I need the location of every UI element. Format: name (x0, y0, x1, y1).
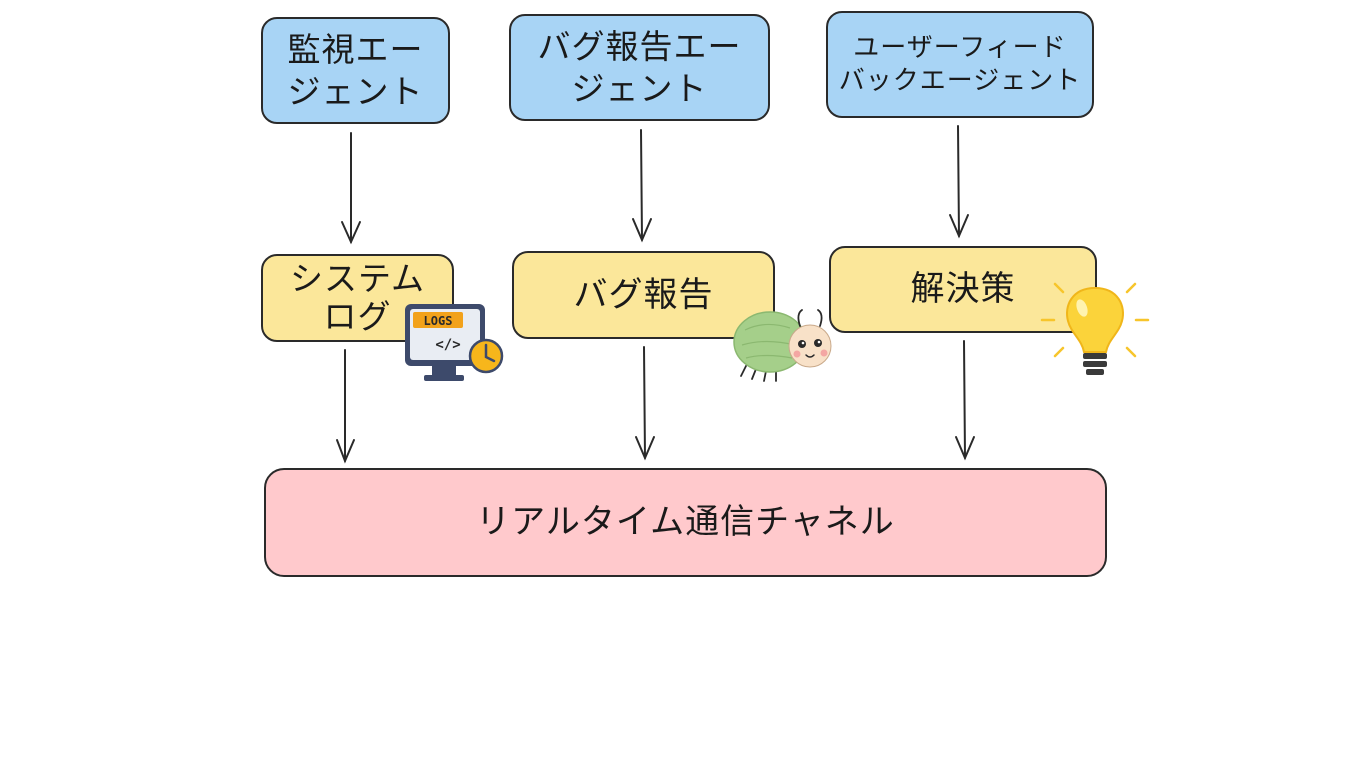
logs-icon-text: LOGS (424, 314, 453, 328)
solution-label: 解決策 (910, 269, 1016, 310)
arrow-bugagent-to-bugreport (632, 129, 652, 243)
system-log-label: システム ログ (289, 259, 425, 336)
realtime-channel-box: リアルタイム通信チャネル (264, 468, 1107, 577)
system-log-box: システム ログ (261, 254, 454, 342)
user-feedback-agent-box: ユーザーフィード バックエージェント (826, 11, 1094, 118)
lightbulb-icon (1040, 282, 1150, 375)
logs-monitor-icon: LOGS </> (405, 304, 504, 381)
bug-report-agent-label: バグ報告エー ジェント (537, 27, 742, 108)
arrow-feedback-to-solution (949, 125, 969, 239)
arrow-bugreport-to-channel (635, 346, 655, 461)
logs-icon-code: </> (435, 337, 460, 353)
solution-box: 解決策 (829, 246, 1097, 333)
monitoring-agent-label: 監視エー ジェント (287, 30, 424, 111)
monitoring-agent-box: 監視エー ジェント (261, 17, 450, 124)
arrow-solution-to-channel (955, 340, 975, 461)
arrow-log-to-channel (336, 349, 355, 464)
bug-report-box: バグ報告 (512, 251, 775, 339)
bug-report-label: バグ報告 (573, 274, 714, 315)
bug-report-agent-box: バグ報告エー ジェント (509, 14, 770, 121)
arrow-monitoring-to-log (341, 132, 361, 245)
realtime-channel-label: リアルタイム通信チャネル (476, 502, 895, 543)
bug-icon (733, 309, 832, 382)
user-feedback-agent-label: ユーザーフィード バックエージェント (838, 33, 1082, 96)
